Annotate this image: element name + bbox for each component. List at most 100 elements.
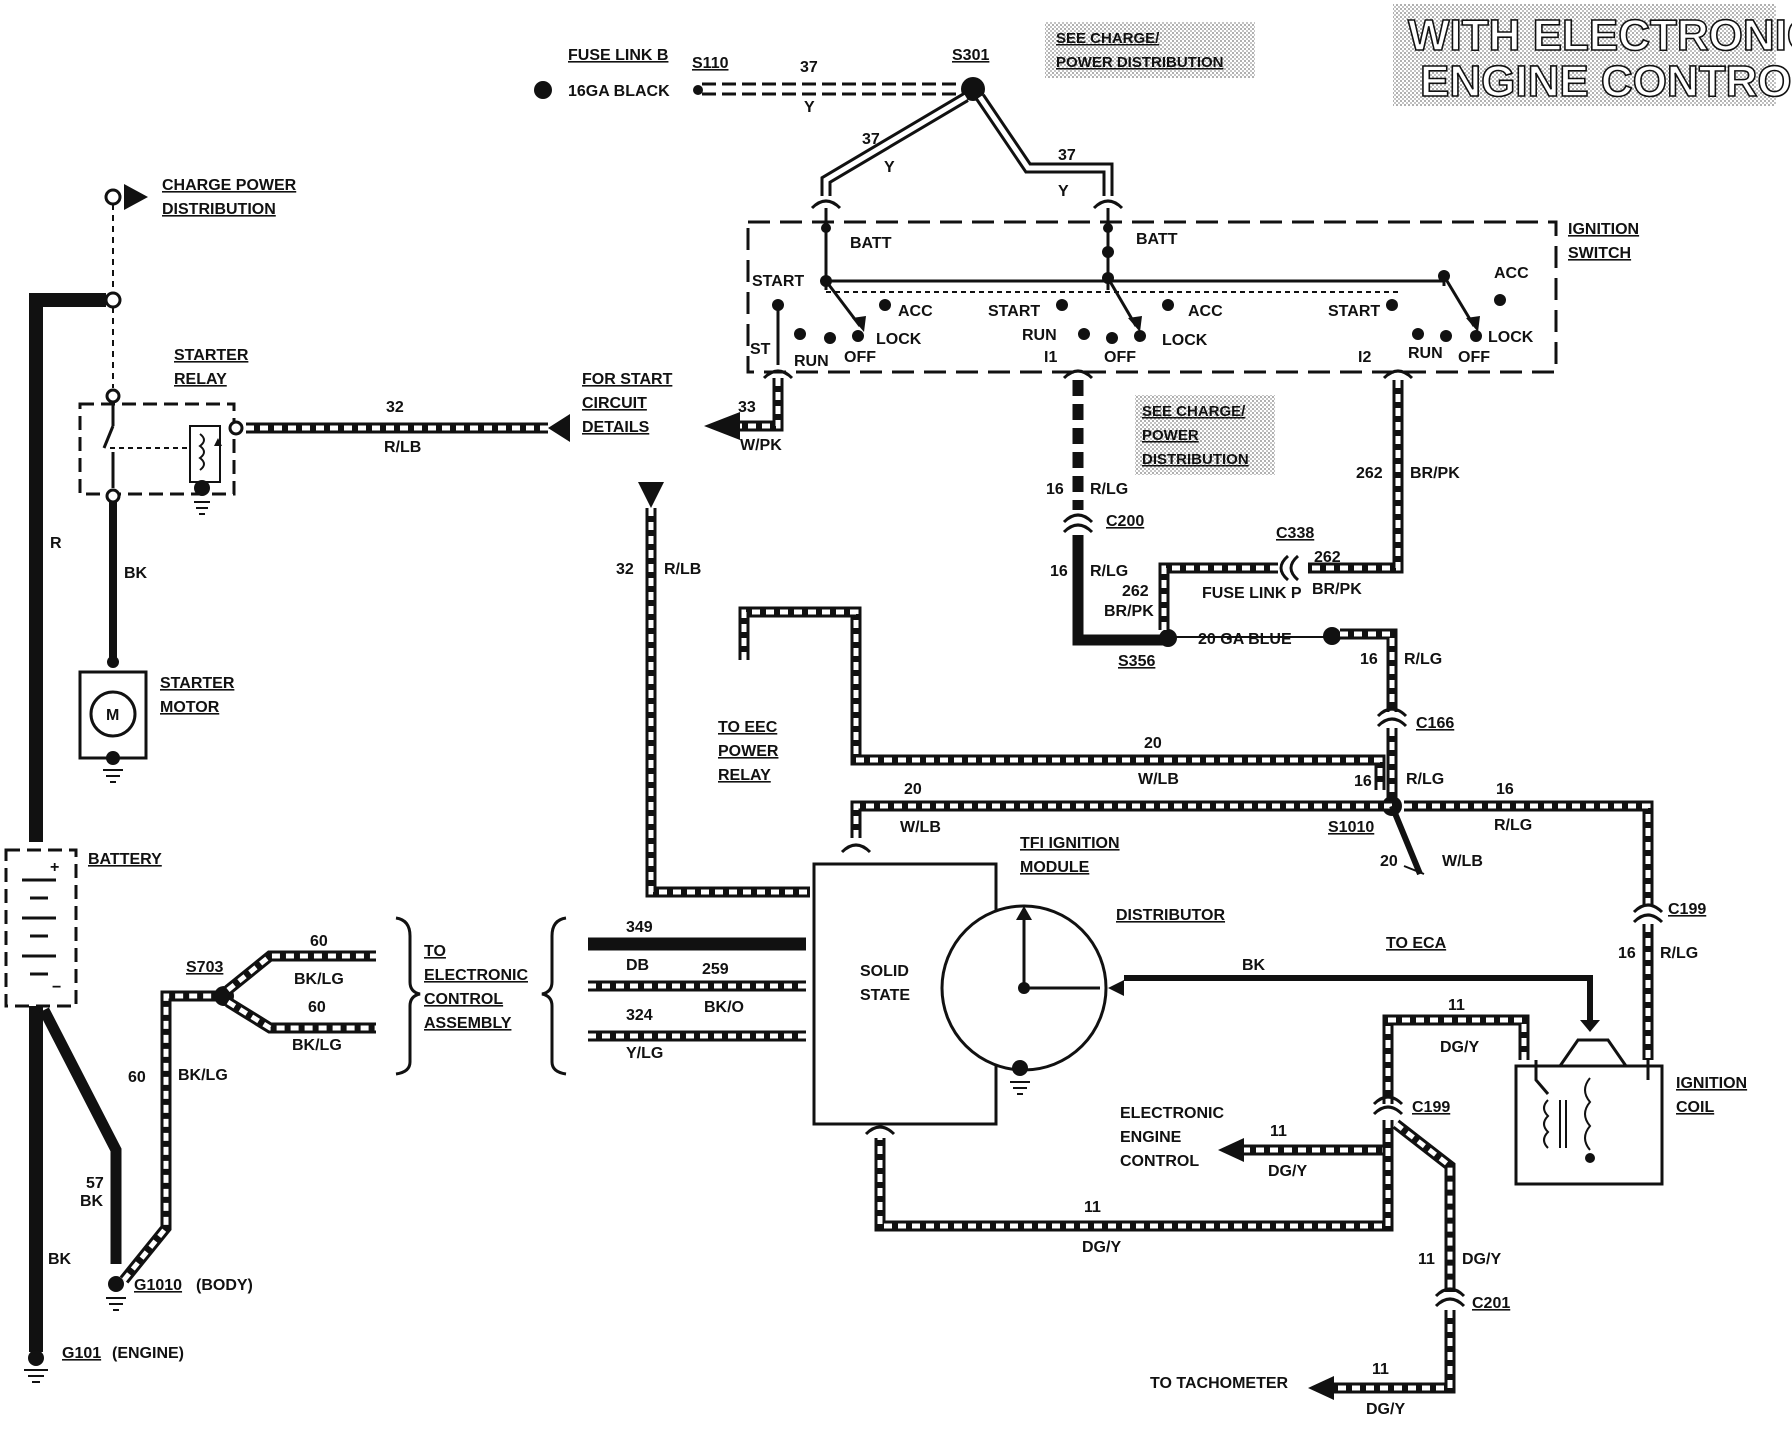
battery: BATTERY + − bbox=[4, 848, 162, 1008]
svg-text:C338: C338 bbox=[1276, 525, 1314, 542]
svg-text:324: 324 bbox=[626, 1007, 653, 1024]
svg-text:TFI IGNITION: TFI IGNITION bbox=[1020, 835, 1120, 852]
svg-text:SEE CHARGE/: SEE CHARGE/ bbox=[1142, 403, 1246, 420]
svg-text:16GA BLACK: 16GA BLACK bbox=[568, 83, 670, 100]
svg-text:R/LG: R/LG bbox=[1404, 651, 1442, 668]
svg-text:CHARGE POWER: CHARGE POWER bbox=[162, 177, 297, 194]
svg-text:IGNITION: IGNITION bbox=[1568, 221, 1639, 238]
svg-text:11: 11 bbox=[1270, 1123, 1287, 1140]
svg-text:TO ECA: TO ECA bbox=[1386, 935, 1447, 952]
svg-text:COIL: COIL bbox=[1676, 1099, 1714, 1116]
i1-output-wire: 16 R/LG C200 16 R/LG S356 bbox=[1046, 369, 1177, 670]
svg-text:ELECTRONIC: ELECTRONIC bbox=[424, 967, 528, 984]
svg-text:BK: BK bbox=[48, 1251, 72, 1268]
svg-text:DG/Y: DG/Y bbox=[1440, 1039, 1479, 1056]
svg-text:60: 60 bbox=[310, 933, 328, 950]
svg-text:16: 16 bbox=[1046, 481, 1064, 498]
svg-text:BK/LG: BK/LG bbox=[178, 1067, 228, 1084]
svg-text:C199: C199 bbox=[1668, 901, 1706, 918]
svg-text:ACC: ACC bbox=[1494, 265, 1529, 282]
svg-text:DG/Y: DG/Y bbox=[1268, 1163, 1307, 1180]
svg-text:W/LB: W/LB bbox=[1442, 853, 1483, 870]
svg-text:262: 262 bbox=[1356, 465, 1383, 482]
svg-text:ASSEMBLY: ASSEMBLY bbox=[424, 1015, 512, 1032]
title-line-2: ENGINE CONTROL bbox=[1420, 57, 1792, 106]
svg-text:R/LG: R/LG bbox=[1406, 771, 1444, 788]
s703-ground-splice: 60 BK/LG S703 60 BK/LG 60 BK/LG TO ELECT… bbox=[119, 916, 528, 1284]
svg-text:RUN: RUN bbox=[1408, 345, 1443, 362]
svg-text:G1010: G1010 bbox=[134, 1277, 182, 1294]
svg-text:DETAILS: DETAILS bbox=[582, 419, 650, 436]
svg-text:START: START bbox=[1328, 303, 1380, 320]
svg-text:37: 37 bbox=[800, 59, 818, 76]
svg-text:37: 37 bbox=[862, 131, 880, 148]
svg-text:DISTRIBUTION: DISTRIBUTION bbox=[162, 201, 276, 218]
svg-text:MOTOR: MOTOR bbox=[160, 699, 220, 716]
motor-symbol: M bbox=[106, 707, 119, 724]
svg-text:BATT: BATT bbox=[850, 235, 892, 252]
svg-text:BK/LG: BK/LG bbox=[292, 1037, 342, 1054]
svg-text:STATE: STATE bbox=[860, 987, 910, 1004]
svg-text:262: 262 bbox=[1122, 583, 1149, 600]
i2-output-wire: 262 BR/PK C338 262 BR/PK FUSE LINK P 262… bbox=[1104, 369, 1460, 630]
svg-text:16: 16 bbox=[1496, 781, 1514, 798]
svg-text:R: R bbox=[50, 535, 62, 552]
svg-text:BK: BK bbox=[1242, 957, 1266, 974]
svg-text:37: 37 bbox=[1058, 147, 1076, 164]
svg-text:STARTER: STARTER bbox=[174, 347, 249, 364]
svg-text:TO TACHOMETER: TO TACHOMETER bbox=[1150, 1375, 1289, 1392]
svg-text:DISTRIBUTION: DISTRIBUTION bbox=[1142, 451, 1249, 468]
svg-text:POWER: POWER bbox=[718, 743, 779, 760]
svg-text:DG/Y: DG/Y bbox=[1462, 1251, 1501, 1268]
svg-text:60: 60 bbox=[128, 1069, 146, 1086]
svg-text:C200: C200 bbox=[1106, 513, 1144, 530]
svg-text:S110: S110 bbox=[692, 55, 729, 72]
starter-motor-cable: BK bbox=[109, 502, 148, 660]
svg-text:LOCK: LOCK bbox=[876, 331, 922, 348]
svg-text:ELECTRONIC: ELECTRONIC bbox=[1120, 1105, 1224, 1122]
ignition-coil: IGNITION COIL bbox=[1514, 1038, 1747, 1186]
svg-text:LOCK: LOCK bbox=[1488, 329, 1534, 346]
svg-text:R/LB: R/LB bbox=[664, 561, 701, 578]
svg-text:R/LB: R/LB bbox=[384, 439, 421, 456]
svg-text:OFF: OFF bbox=[1458, 349, 1490, 366]
svg-text:BK/LG: BK/LG bbox=[294, 971, 344, 988]
svg-text:BK: BK bbox=[80, 1193, 104, 1210]
s301-branches bbox=[810, 92, 1124, 210]
svg-text:BR/PK: BR/PK bbox=[1410, 465, 1460, 482]
svg-text:R/LG: R/LG bbox=[1090, 481, 1128, 498]
tfi-start-wire: 32 R/LB bbox=[616, 482, 810, 898]
title-block: WITH ELECTRONIC ENGINE CONTROL bbox=[1393, 4, 1792, 107]
charge-power-distribution: CHARGE POWER DISTRIBUTION bbox=[104, 177, 297, 388]
svg-text:S703: S703 bbox=[186, 959, 223, 976]
svg-text:11: 11 bbox=[1372, 1361, 1389, 1378]
distributor-signal-wire: BK TO ECA bbox=[1108, 935, 1600, 1032]
svg-text:Y: Y bbox=[884, 159, 895, 176]
svg-text:20 GA BLUE: 20 GA BLUE bbox=[1198, 631, 1292, 648]
svg-text:259: 259 bbox=[702, 961, 729, 978]
svg-text:ACC: ACC bbox=[898, 303, 933, 320]
svg-text:OFF: OFF bbox=[1104, 349, 1136, 366]
svg-text:CIRCUIT: CIRCUIT bbox=[582, 395, 647, 412]
svg-text:BK: BK bbox=[124, 565, 148, 582]
svg-text:C166: C166 bbox=[1416, 715, 1454, 732]
svg-text:R/LG: R/LG bbox=[1660, 945, 1698, 962]
s1010-splice: S1010 16 R/LG 20 W/LB 20 W/LB 16 R/LG C1… bbox=[840, 771, 1706, 1060]
distributor: DISTRIBUTOR bbox=[940, 904, 1225, 1095]
svg-text:TO: TO bbox=[424, 943, 446, 960]
svg-text:RELAY: RELAY bbox=[174, 371, 227, 388]
svg-text:20: 20 bbox=[904, 781, 922, 798]
svg-text:FUSE LINK B: FUSE LINK B bbox=[568, 47, 668, 64]
svg-text:DISTRIBUTOR: DISTRIBUTOR bbox=[1116, 907, 1225, 924]
svg-text:16: 16 bbox=[1050, 563, 1068, 580]
svg-text:ACC: ACC bbox=[1188, 303, 1223, 320]
svg-text:(ENGINE): (ENGINE) bbox=[112, 1345, 184, 1362]
svg-text:FOR START: FOR START bbox=[582, 371, 673, 388]
fuse-link-20ga: 20 GA BLUE 16 R/LG C166 bbox=[1176, 627, 1454, 800]
svg-text:POWER: POWER bbox=[1142, 427, 1199, 444]
ignition-switch: IGNITION SWITCH BATT START ACC LOCK OFF … bbox=[746, 208, 1639, 374]
svg-text:LOCK: LOCK bbox=[1162, 332, 1208, 349]
svg-text:32: 32 bbox=[386, 399, 404, 416]
svg-text:FUSE LINK P: FUSE LINK P bbox=[1202, 585, 1302, 602]
svg-text:BK/O: BK/O bbox=[704, 999, 744, 1016]
